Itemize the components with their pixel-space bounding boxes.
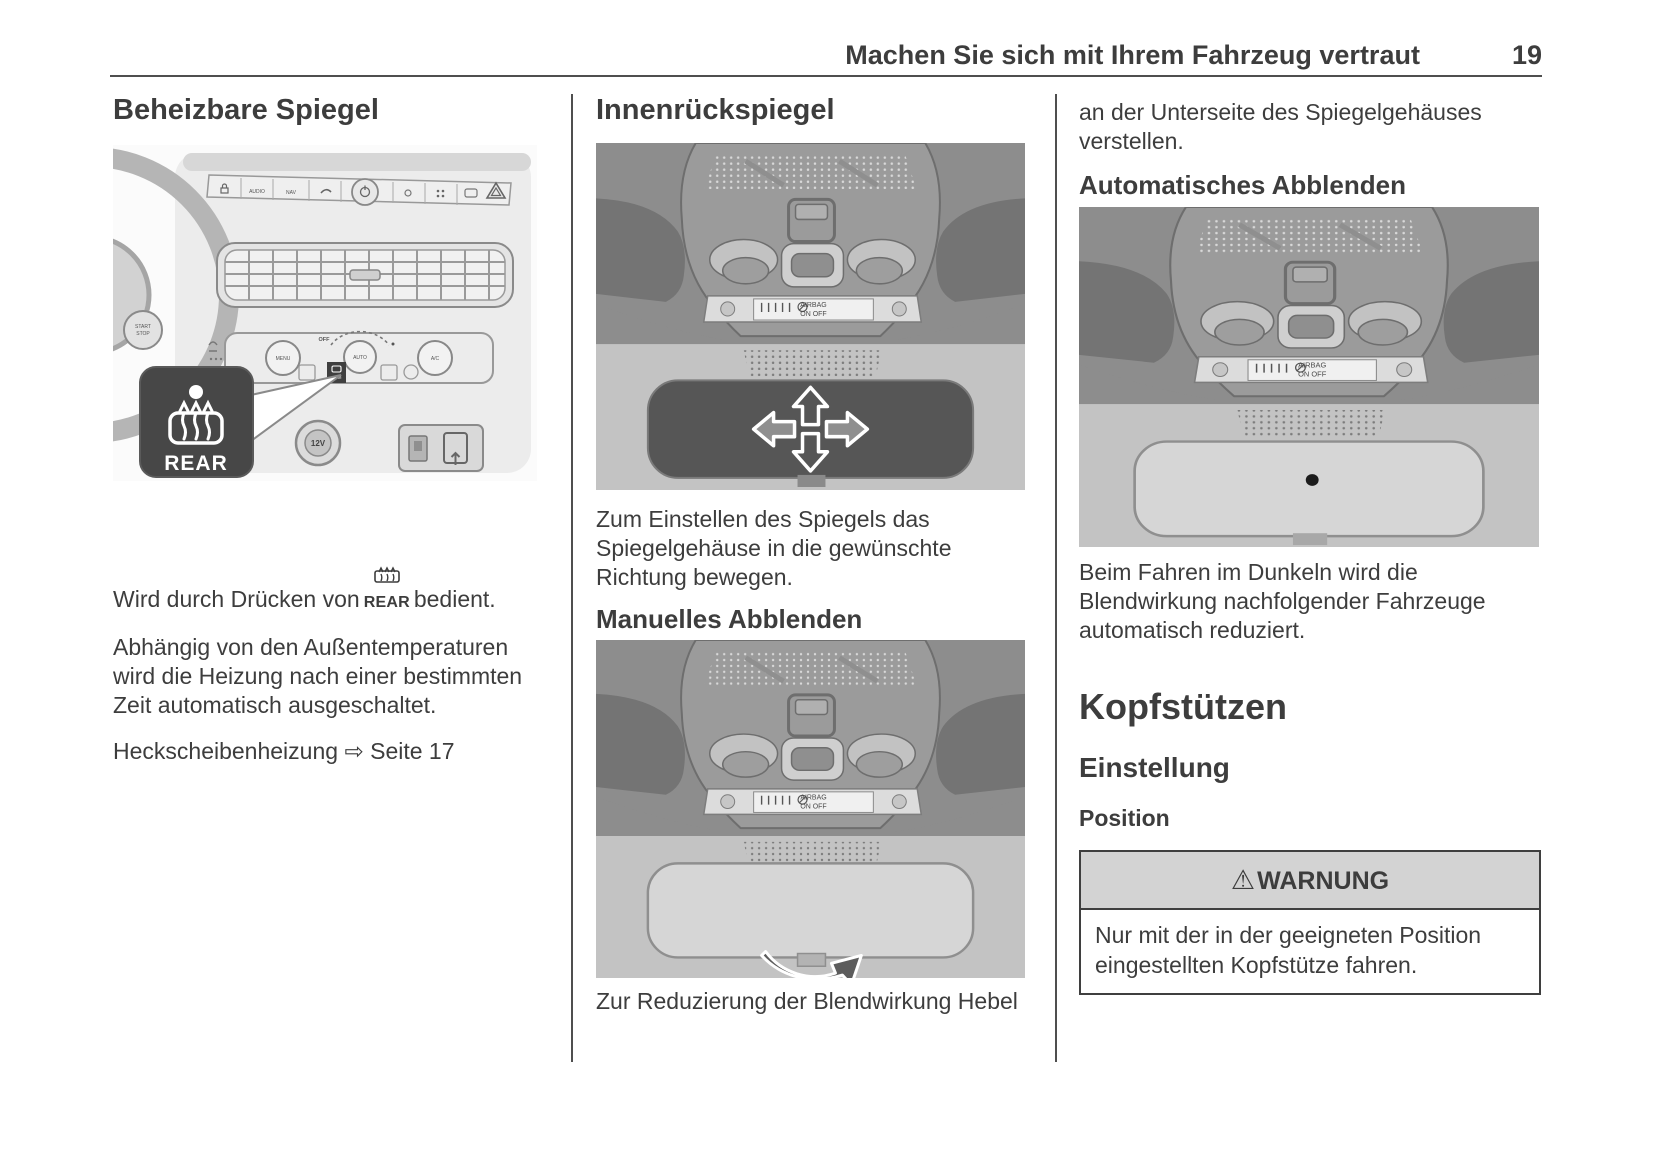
usb-module (398, 424, 484, 473)
subheading-position: Position (1079, 805, 1170, 832)
auto-dim-illustration: AIRBAG ON OFF (1079, 207, 1541, 547)
rear-button-reference: REAR (364, 566, 410, 617)
subheading-manual-dimming: Manuelles Abblenden (596, 604, 863, 635)
svg-text:A/C: A/C (431, 356, 440, 362)
subheading-auto-dimming: Automatisches Abblenden (1079, 170, 1406, 200)
arrow-right-icon (824, 411, 870, 448)
svg-text:AUTO: AUTO (353, 355, 367, 361)
lock-icon (220, 183, 229, 195)
column-divider (571, 94, 573, 1062)
grid-icon (436, 190, 445, 198)
heated-rear-window-icon (168, 400, 224, 446)
rearview-mirror-auto (1133, 439, 1485, 545)
air-vent-grille (216, 242, 514, 309)
page-header: Machen Sie sich mit Ihrem Fahrzeug vertr… (110, 40, 1542, 71)
climate-control-panel: MENU OFF AUTO A/C REAR (208, 331, 494, 385)
column-left: Beheizbare Spiegel START STOP (113, 94, 537, 766)
arrow-down-icon (791, 432, 830, 474)
cross-reference[interactable]: Heckscheibenheizung ⇨ Seite 17 (113, 738, 455, 765)
svg-text:MENU: MENU (276, 356, 291, 362)
rearview-mirror-light (646, 862, 975, 979)
infotainment-button-strip: AUDIO NAV (206, 174, 512, 207)
mirror-adjust-illustration: AIRBAG ON OFF (596, 143, 1025, 490)
svg-text:ON OFF: ON OFF (800, 311, 826, 318)
hazard-icon (485, 181, 507, 200)
auto-knob (343, 340, 377, 375)
phone-dock-icon (443, 432, 468, 466)
rear-button-callout: REAR (139, 366, 254, 479)
header-rule (110, 75, 1542, 77)
paragraph-auto-dim: Beim Fahren im Dunkeln wird die Blendwir… (1079, 558, 1486, 643)
paragraph-auto-shutoff: Abhängig von den Außentemperaturen wird … (113, 634, 523, 719)
mirror-sensor-dot (1305, 473, 1319, 486)
paragraph-continued: an der Unterseite des Spiegelgehäuses ve… (1079, 99, 1482, 154)
reference-arrow-icon: ⇨ (344, 738, 364, 765)
section-heading-heated-mirrors: Beheizbare Spiegel (113, 94, 379, 126)
svg-text:12V: 12V (311, 439, 326, 448)
arrow-up-icon (791, 386, 830, 427)
svg-text:AIRBAG: AIRBAG (800, 302, 826, 309)
menu-knob (265, 340, 301, 377)
manual-dim-illustration: AIRBAG ON OFF (596, 640, 1025, 979)
warning-body: Nur mit der in der geeigneten Position e… (1081, 909, 1539, 993)
phone-icon (320, 189, 332, 195)
chapter-heading-headrests: Kopfstützen (1079, 685, 1287, 727)
warning-triangle-icon: ⚠ (1230, 864, 1256, 895)
column-right: an der Unterseite des Spiegelgehäuses ve… (1079, 94, 1541, 995)
svg-text:AIRBAG: AIRBAG (800, 795, 826, 802)
svg-text:NAV: NAV (286, 190, 297, 196)
start-stop-button (123, 310, 163, 351)
svg-text:AIRBAG: AIRBAG (1298, 361, 1327, 370)
arrow-left-icon (751, 411, 797, 448)
rearview-mirror-dark (646, 379, 975, 488)
power-socket-12v: 12V (294, 420, 342, 467)
heated-rear-window-icon (373, 566, 400, 584)
figure-caption-lever: Zur Reduzierung der Blendwirkung Hebel (596, 988, 1018, 1015)
svg-text:STOP: STOP (136, 331, 150, 337)
column-divider (1055, 94, 1057, 1062)
svg-text:REAR: REAR (164, 452, 228, 475)
page-number: 19 (1511, 40, 1542, 70)
warning-box: ⚠WARNUNG Nur mit der in der geeigneten P… (1079, 849, 1541, 995)
column-middle: Innenrückspiegel AIRBAG ON OFF (596, 94, 1025, 1016)
paragraph-mirror-adjust: Zum Einstellen des Spiegels das Spiegelg… (596, 506, 952, 591)
warning-header: ⚠WARNUNG (1081, 851, 1539, 910)
direction-arrows (751, 386, 870, 474)
svg-text:START: START (135, 324, 151, 330)
dim-lever-arrow (760, 950, 863, 979)
dashboard-illustration-svg: START STOP AUDIO NAV (113, 145, 537, 482)
dashboard-illustration: START STOP AUDIO NAV (113, 145, 537, 482)
svg-text:ON OFF: ON OFF (800, 804, 826, 811)
ac-knob (417, 340, 453, 377)
svg-text:ON OFF: ON OFF (1298, 369, 1327, 378)
svg-text:OFF: OFF (319, 337, 331, 343)
subheading-adjustment: Einstellung (1079, 751, 1230, 783)
svg-text:AUDIO: AUDIO (249, 189, 265, 195)
section-heading-interior-mirror: Innenrückspiegel (596, 94, 835, 126)
power-knob (351, 178, 379, 207)
page-title: Machen Sie sich mit Ihrem Fahrzeug vertr… (845, 40, 1420, 70)
